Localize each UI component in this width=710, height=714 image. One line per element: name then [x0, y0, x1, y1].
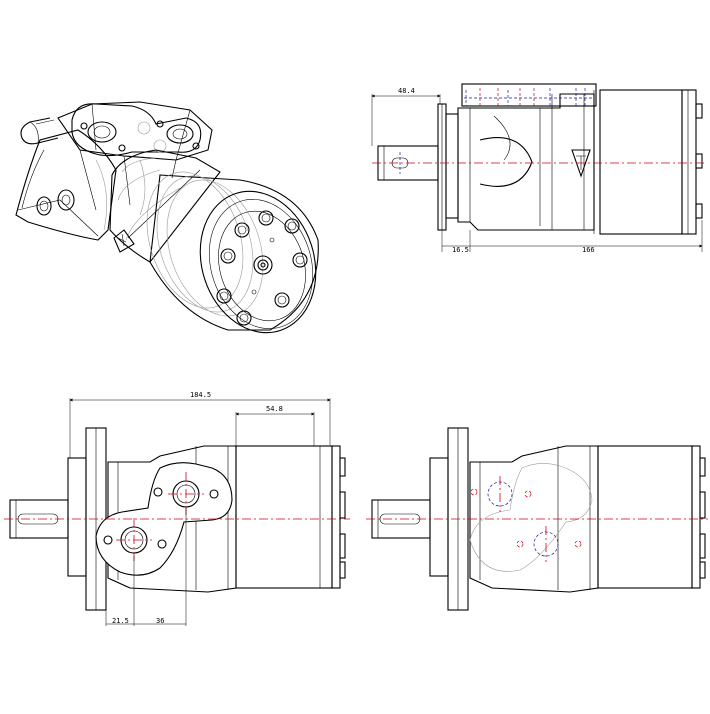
dim-label: 48.4 [398, 87, 415, 95]
side-view: 48.4 16.5 166 [371, 83, 706, 254]
rear-body [469, 445, 599, 593]
iso-shaft [20, 117, 59, 145]
dim-front-housing-length: 54.8 [235, 405, 315, 446]
dim-side-body-length: 166 [470, 220, 703, 254]
side-shaft-boss [479, 137, 533, 187]
iso-bolt-heads [216, 210, 308, 326]
dim-label: 21.5 [112, 617, 129, 625]
side-rotor-housing [599, 89, 683, 235]
iso-end-cover [216, 210, 308, 326]
rear-hidden-ports [469, 463, 593, 572]
side-end-cover [681, 89, 697, 235]
dim-side-flange-width: 16.5 [441, 230, 471, 254]
iso-mounting-flange [15, 129, 117, 241]
front-rotor-housing [235, 445, 333, 589]
side-valve-housing [461, 83, 597, 107]
dim-label: 16.5 [452, 246, 469, 254]
front-body [107, 445, 237, 593]
rear-rotor-housing [597, 445, 693, 589]
isometric-view [15, 101, 319, 334]
dim-side-shaft-length: 48.4 [371, 87, 441, 146]
dim-label: 54.8 [266, 405, 283, 413]
dim-label: 36 [156, 617, 164, 625]
front-view: 184.5 54.8 21.5 36 [4, 391, 350, 626]
dim-front-port-offsets: 21.5 36 [105, 508, 187, 626]
rear-end-cover [691, 445, 701, 589]
front-end-cover [331, 445, 341, 589]
dim-front-total-length: 184.5 [69, 391, 331, 458]
iso-body [109, 149, 221, 263]
brand-logo-icon [113, 229, 135, 253]
iso-valve-housing [57, 101, 213, 231]
side-body [457, 93, 595, 231]
dim-label: 184.5 [190, 391, 211, 399]
dim-label: 166 [582, 246, 595, 254]
iso-rotor-housing [146, 171, 319, 334]
rear-view [366, 427, 708, 611]
